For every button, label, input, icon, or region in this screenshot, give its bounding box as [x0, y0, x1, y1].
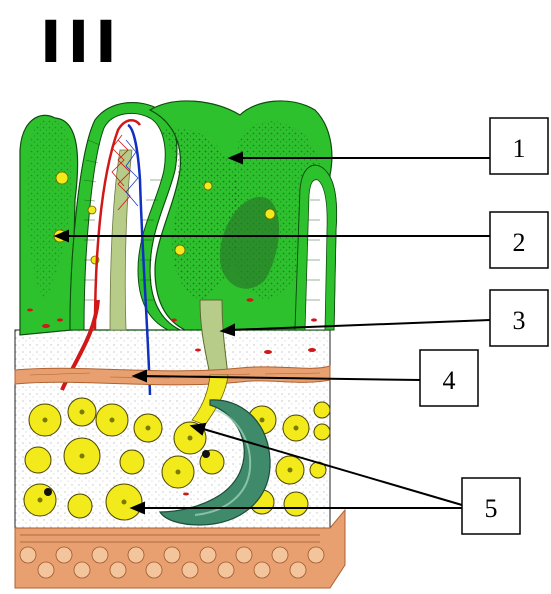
- label-5: 5: [485, 494, 498, 523]
- label-2: 2: [513, 228, 526, 257]
- figure-numeral: III: [40, 8, 123, 76]
- label-box-5: 5: [462, 478, 520, 534]
- villi-group: [20, 101, 337, 335]
- label-4: 4: [443, 366, 456, 395]
- label-3: 3: [513, 306, 526, 335]
- label-box-4: 4: [420, 350, 478, 406]
- label-1: 1: [513, 134, 526, 163]
- label-box-3: 3: [490, 290, 548, 346]
- label-box-2: 2: [490, 212, 548, 268]
- label-box-1: 1: [490, 118, 548, 174]
